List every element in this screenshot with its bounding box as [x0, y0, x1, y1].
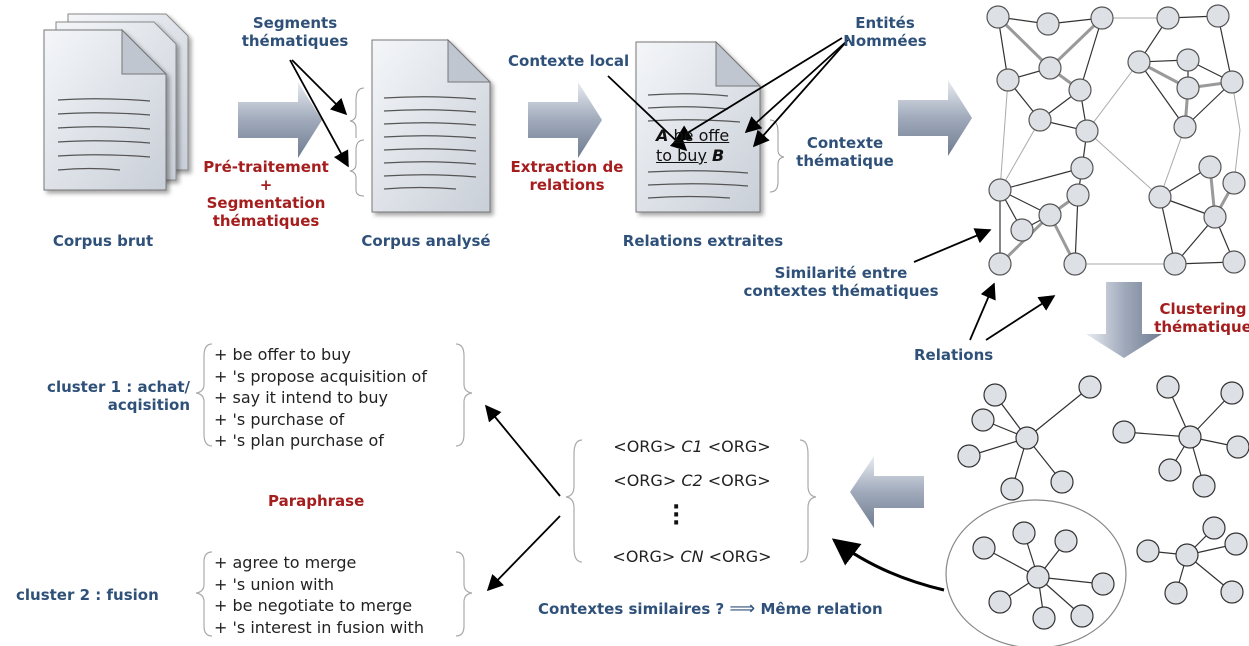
org-row: <ORG> CN <ORG>	[586, 540, 798, 574]
analyzed-corpus-doc	[371, 38, 492, 213]
paraphrase-label: Paraphrase	[268, 492, 365, 510]
list-braces	[195, 343, 817, 637]
org-cluster-id: C2	[681, 471, 703, 490]
preprocessing-label-line3: Segmentation	[206, 194, 326, 212]
org-row: <ORG> C1 <ORG>	[586, 430, 798, 464]
extraction-label-line2: relations	[529, 176, 605, 194]
cluster2-label: cluster 2 : fusion	[16, 586, 159, 604]
named-entities-label-line1: Entités	[855, 14, 915, 32]
context-similarity-graph	[986, 4, 1246, 276]
extraction-label: Extraction de relations	[502, 158, 632, 194]
preprocessing-label-line4: thématiques	[212, 212, 320, 230]
named-entities-label-line2: Nommées	[843, 32, 927, 50]
relations-label: Relations	[914, 346, 994, 364]
arrow-to-graph	[898, 80, 972, 156]
org-pre: <ORG>	[612, 547, 681, 566]
entity-b: B	[712, 146, 725, 165]
segments-label-line2: thématiques	[241, 32, 349, 50]
org-context-list: <ORG> C1 <ORG> <ORG> C2 <ORG> <ORG> CN <…	[586, 430, 798, 574]
list-item: + 's union with	[214, 574, 334, 594]
similarity-label-line2: contextes thématiques	[743, 282, 939, 300]
preprocessing-label-line1: Pré-traitement	[203, 158, 329, 176]
list-item: + say it intend to buy	[214, 388, 388, 407]
org-row: <ORG> C2 <ORG>	[586, 464, 798, 498]
relation-text-line1: be offe	[673, 126, 730, 145]
vertical-ellipsis: ···	[672, 495, 681, 536]
thematic-context-label: Contexte thématique	[790, 134, 900, 170]
same-relation-text: Même relation	[760, 600, 883, 618]
named-entities-label: Entités Nommées	[840, 14, 930, 50]
thematic-context-label-line1: Contexte	[806, 134, 884, 152]
relation-example-line2: to buy B	[656, 146, 729, 166]
thematic-context-brace	[769, 119, 785, 193]
list-item: + be negotiate to merge	[214, 596, 413, 615]
list-item: + be offer to buy	[214, 345, 351, 364]
cluster1-label: cluster 1 : achat/ acqisition	[14, 378, 190, 414]
similar-contexts-line: Contextes similaires ? ⟹ Même relation	[538, 598, 883, 619]
thematic-context-label-line2: thématique	[796, 152, 894, 170]
entity-a: A	[656, 126, 669, 145]
org-post: <ORG>	[702, 437, 771, 456]
relation-example: A be offe to buy B	[656, 126, 729, 166]
similarity-label: Similarité entre contextes thématiques	[736, 264, 946, 300]
list-item: + 's plan purchase of	[214, 431, 384, 450]
implies-arrow-icon: ⟹	[729, 598, 756, 619]
clustering-label-line1: Clustering	[1159, 300, 1247, 318]
segment-brace-1	[349, 87, 365, 138]
extracted-relations-label: Relations extraites	[622, 232, 784, 250]
arrow-clustering	[1086, 282, 1162, 358]
list-item: + agree to merge	[214, 553, 357, 572]
list-item: + 's purchase of	[214, 409, 345, 429]
relation-example-line1: A be offe	[656, 126, 729, 146]
preprocessing-label-line2: +	[259, 176, 273, 194]
clustering-label-line2: thématique	[1154, 318, 1249, 336]
segment-brace-2	[349, 139, 365, 197]
local-context-label: Contexte local	[508, 52, 630, 70]
raw-corpus-label: Corpus brut	[52, 232, 154, 250]
segments-label-line1: Segments	[252, 14, 338, 32]
extraction-label-line1: Extraction de	[510, 158, 624, 176]
cluster1-label-line1: cluster 1 : achat/	[47, 378, 190, 396]
org-pre: <ORG>	[613, 437, 682, 456]
cluster1-label-line2: acqisition	[107, 396, 190, 414]
analyzed-corpus-label: Corpus analysé	[361, 232, 491, 250]
org-cluster-id: CN	[680, 547, 704, 566]
cluster1-list: + be offer to buy + 's propose acquisiti…	[214, 344, 427, 452]
clusters-stars	[957, 375, 1249, 630]
similar-contexts-text: Contextes similaires ?	[538, 600, 725, 618]
list-item: + 's interest in fusion with	[214, 617, 424, 637]
org-pre: <ORG>	[613, 471, 682, 490]
org-post: <ORG>	[702, 471, 771, 490]
segments-label: Segments thématiques	[240, 14, 350, 50]
relation-text-line2: to buy	[656, 146, 707, 165]
raw-corpus-doc-stack	[43, 13, 189, 191]
selected-cluster-ellipse	[945, 499, 1127, 646]
list-item: + 's propose acquisition of	[214, 366, 427, 386]
preprocessing-label: Pré-traitement + Segmentation thématique…	[196, 158, 336, 230]
arrow-preprocessing	[238, 82, 322, 158]
clustering-label: Clustering thématique	[1148, 300, 1249, 336]
arrow-cluster-to-contexts	[831, 538, 945, 592]
arrow-extraction	[528, 82, 602, 158]
org-post: <ORG>	[703, 547, 772, 566]
similarity-label-line1: Similarité entre	[774, 264, 908, 282]
annotation-arrows	[289, 37, 1056, 592]
cluster2-list: + agree to merge + 's union with + be ne…	[214, 552, 424, 638]
arrow-to-contexts	[850, 456, 924, 528]
org-cluster-id: C1	[681, 437, 703, 456]
